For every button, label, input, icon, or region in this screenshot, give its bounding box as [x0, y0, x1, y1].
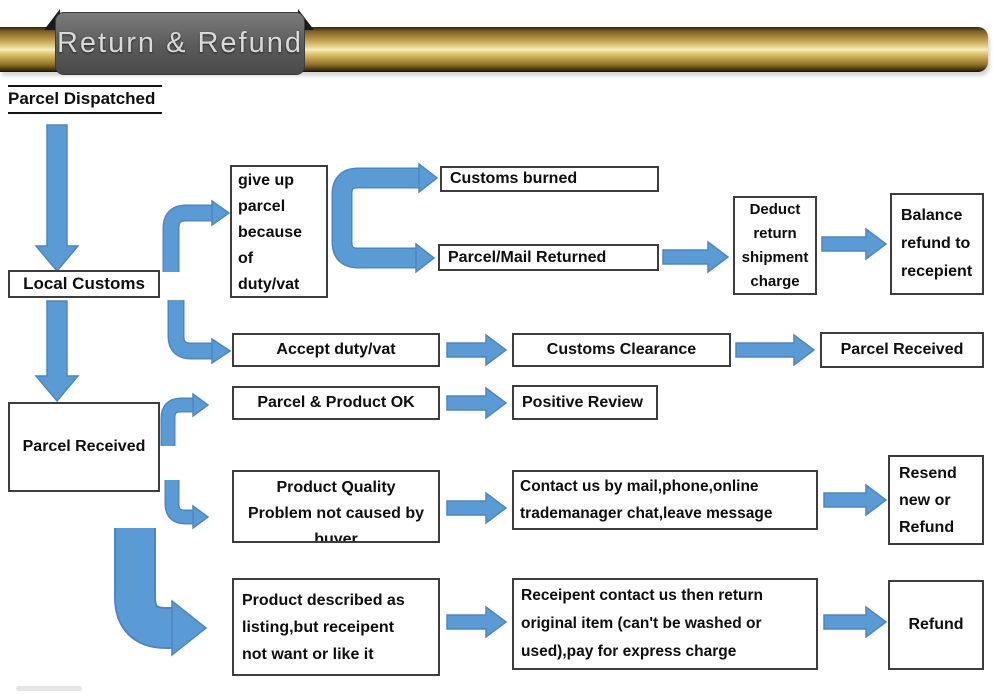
arrow-local-customs-to-parcel-received: [34, 300, 80, 403]
node-product-described: Product described as listing,but receipe…: [232, 578, 440, 676]
arrow-received-to-quality-problem: [164, 480, 210, 530]
arrow-described-to-receipent-return: [446, 605, 508, 639]
arrow-clearance-to-received: [735, 333, 816, 367]
node-parcel-product-ok: Parcel & Product OK: [232, 386, 440, 420]
arrow-accept-to-clearance: [446, 333, 508, 367]
arrow-give-up-to-customs-burned: [331, 162, 439, 224]
node-positive-review: Positive Review: [512, 385, 658, 420]
node-customs-clearance: Customs Clearance: [512, 333, 731, 367]
node-customs-burned: Customs burned: [440, 166, 659, 192]
arrow-deduct-to-balance: [821, 227, 888, 261]
node-parcel-received-left: Parcel Received: [8, 402, 160, 492]
arrow-quality-to-contact: [446, 491, 508, 525]
node-deduct-return-shipment-charge: Deduct return shipment charge: [733, 196, 817, 295]
node-refund: Refund: [888, 580, 984, 670]
arrow-local-customs-to-give-up: [162, 199, 231, 272]
arrow-give-up-to-parcel-returned: [331, 214, 436, 274]
node-parcel-dispatched: Parcel Dispatched: [8, 85, 162, 114]
arrow-received-to-product-described: [114, 528, 208, 657]
page-title: Return & Refund: [56, 27, 303, 59]
node-contact-us: Contact us by mail,phone,online trademan…: [512, 470, 818, 530]
node-receipent-return: Receipent contact us then return origina…: [512, 578, 818, 670]
node-give-up-parcel: give up parcel because of duty/vat: [230, 165, 328, 298]
arrow-receipent-return-to-refund: [823, 605, 888, 639]
arrow-local-customs-to-accept-duty: [167, 300, 232, 365]
node-local-customs: Local Customs: [8, 270, 160, 298]
scan-artifact: [16, 686, 82, 691]
header-tag: Return & Refund: [55, 12, 305, 75]
node-product-quality-problem: Product Quality Problem not caused by bu…: [232, 470, 440, 543]
node-accept-duty-vat: Accept duty/vat: [232, 333, 440, 367]
arrow-contact-to-resend: [823, 483, 888, 517]
node-resend-new-or-refund: Resend new or Refund: [888, 455, 984, 545]
node-balance-refund-to-recepient: Balance refund to recepient: [890, 193, 984, 295]
node-parcel-received-right: Parcel Received: [820, 332, 984, 368]
arrow-dispatched-to-local-customs: [34, 124, 80, 273]
node-parcel-mail-returned: Parcel/Mail Returned: [438, 244, 659, 271]
arrow-returned-to-deduct: [662, 240, 730, 274]
arrow-received-to-product-ok: [160, 392, 210, 446]
arrow-product-ok-to-review: [446, 386, 508, 420]
